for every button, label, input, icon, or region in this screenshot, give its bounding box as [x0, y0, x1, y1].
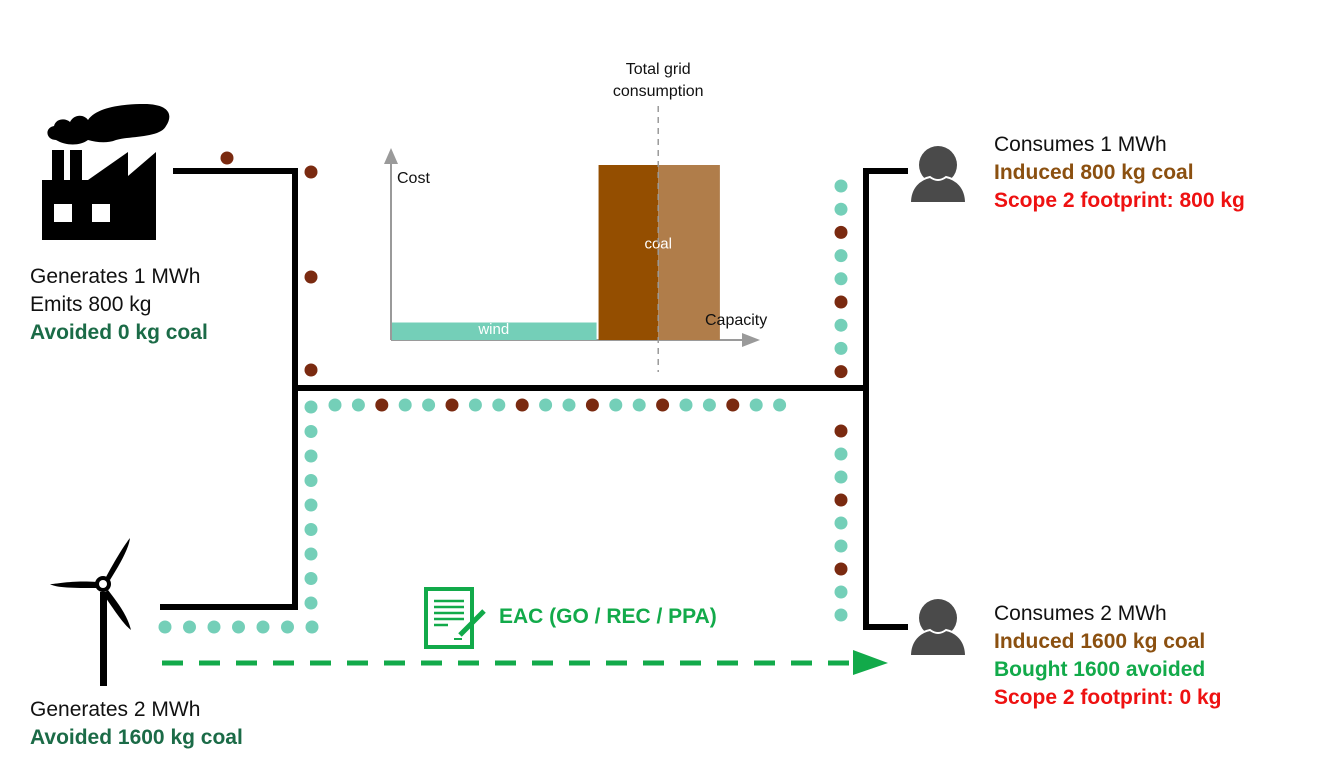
coal-flow-dot [220, 151, 234, 165]
wind-flow-dot [207, 620, 221, 634]
wind-flow-dot [304, 449, 318, 463]
wind-farm-line: Generates 2 MWh [30, 698, 201, 721]
consumer-1-flow-dot [834, 249, 848, 263]
consumer-1-line: Consumes 1 MWh [994, 133, 1167, 156]
grid-flow-dot [726, 398, 740, 412]
wind-flow-dot [304, 572, 318, 585]
consumer-1-flow-dot [834, 295, 848, 309]
consumer-2-line: Bought 1600 avoided [994, 658, 1206, 681]
wind-flow-dot [304, 596, 318, 610]
grid-flow-dot [422, 398, 436, 412]
coal-plant-line: Emits 800 kg [30, 293, 152, 316]
y-axis-arrow [384, 148, 398, 164]
wind-flow-dot [304, 400, 318, 414]
x-axis-arrow [742, 333, 760, 347]
grid-flow-dot [656, 398, 670, 412]
eac-transfer-arrow [162, 650, 888, 675]
grid-wires [160, 168, 908, 630]
grid-flow-dot [562, 398, 576, 412]
x-axis-label: Capacity [705, 312, 767, 329]
total-consumption-label: Total grid [626, 61, 691, 78]
consumer-2-line: Scope 2 footprint: 0 kg [994, 686, 1222, 709]
consumer-2-flow-dot [834, 608, 848, 622]
y-axis-label: Cost [397, 170, 430, 187]
grid-flow-dot [702, 398, 716, 412]
coal-flow-dot [304, 270, 318, 284]
wind-flow-dot [304, 547, 318, 561]
factory-icon [42, 104, 170, 240]
consumer-2-line: Consumes 2 MWh [994, 602, 1167, 625]
wind-farm-line: Avoided 1600 kg coal [30, 726, 243, 749]
coal-plant-line: Generates 1 MWh [30, 265, 201, 288]
consumer-1-flow-dot [834, 272, 848, 286]
wind-flow-dot [281, 620, 294, 634]
consumer-1-wire [863, 168, 908, 388]
consumer-1-flow-dot [834, 179, 848, 193]
grid-flow-dot [773, 398, 787, 412]
wind-flow-dot [304, 498, 318, 512]
consumer-1-info: Consumes 1 MWh Induced 800 kg coal Scope… [994, 131, 1245, 215]
grid-flow-dot [539, 398, 553, 412]
consumer-1-flow-dot [834, 365, 848, 379]
grid-flow-dot [515, 398, 529, 412]
grid-flow-dot [585, 398, 599, 412]
consumer-1-line: Scope 2 footprint: 800 kg [994, 189, 1245, 212]
consumer-2-line: Induced 1600 kg coal [994, 630, 1206, 653]
consumer-2-flow-dot [834, 470, 848, 484]
consumer-1-flow-dot [834, 202, 848, 216]
wind-farm-wire [160, 388, 298, 610]
grid-flow-dot [375, 398, 389, 412]
consumer-1-line: Induced 800 kg coal [994, 161, 1194, 184]
consumer-2-info: Consumes 2 MWh Induced 1600 kg coal Boug… [994, 600, 1222, 712]
wind-flow-dot [256, 620, 270, 634]
grid-flow-dot [679, 398, 693, 412]
consumer-1-flow-dot [834, 341, 848, 355]
wind-turbine-icon [50, 538, 131, 686]
consumer-2-wire [863, 388, 908, 630]
consumer-2-flow-dot [834, 585, 848, 599]
wind-flow-dot [183, 620, 196, 634]
coal-bar-unused [658, 165, 720, 340]
consumer-1-flow-dot [834, 225, 848, 239]
consumer-2-flow-dot [834, 493, 848, 507]
total-consumption-label: consumption [613, 83, 704, 100]
eac-label: EAC (GO / REC / PPA) [499, 605, 717, 628]
wind-flow-dot [304, 425, 318, 438]
consumer-1-person-icon [908, 146, 968, 204]
consumer-2-flow-dot [834, 447, 848, 461]
grid-flow-dot [445, 398, 459, 412]
certificate-icon [424, 587, 486, 649]
wind-bar-label: wind [477, 321, 509, 338]
grid-flow-dot [492, 398, 506, 412]
wind-bar [392, 322, 597, 340]
coal-plant-info: Generates 1 MWh Emits 800 kg Avoided 0 k… [30, 263, 208, 347]
coal-plant-wire [173, 168, 298, 388]
wind-flow-dot [304, 523, 318, 536]
coal-flow-dot [304, 363, 318, 377]
wind-flow-dot [304, 474, 318, 487]
grid-flow-dot [632, 398, 646, 412]
consumer-2-flow-dot [834, 424, 848, 438]
wind-farm-info: Generates 2 MWh Avoided 1600 kg coal [30, 696, 243, 752]
wind-flow-dot [305, 620, 319, 634]
consumer-1-flow-dot [834, 318, 848, 332]
coal-plant-line: Avoided 0 kg coal [30, 321, 208, 344]
consumer-2-flow-dot [834, 562, 848, 576]
consumer-2-flow-dot [834, 516, 848, 530]
consumer-2-flow-dot [834, 539, 848, 553]
grid-flow-dot [351, 398, 365, 412]
grid-flow-dot [609, 398, 623, 412]
consumer-2-person-icon [908, 599, 968, 657]
grid-flow-dot [468, 398, 482, 412]
wind-flow-dot [158, 620, 172, 634]
energy-flow-dots [158, 151, 848, 634]
coal-flow-dot [304, 165, 318, 179]
grid-flow-dot [398, 398, 412, 412]
grid-flow-dot [328, 398, 342, 412]
wind-flow-dot [232, 620, 245, 634]
coal-bar-used [598, 165, 659, 340]
grid-flow-dot [749, 398, 763, 412]
